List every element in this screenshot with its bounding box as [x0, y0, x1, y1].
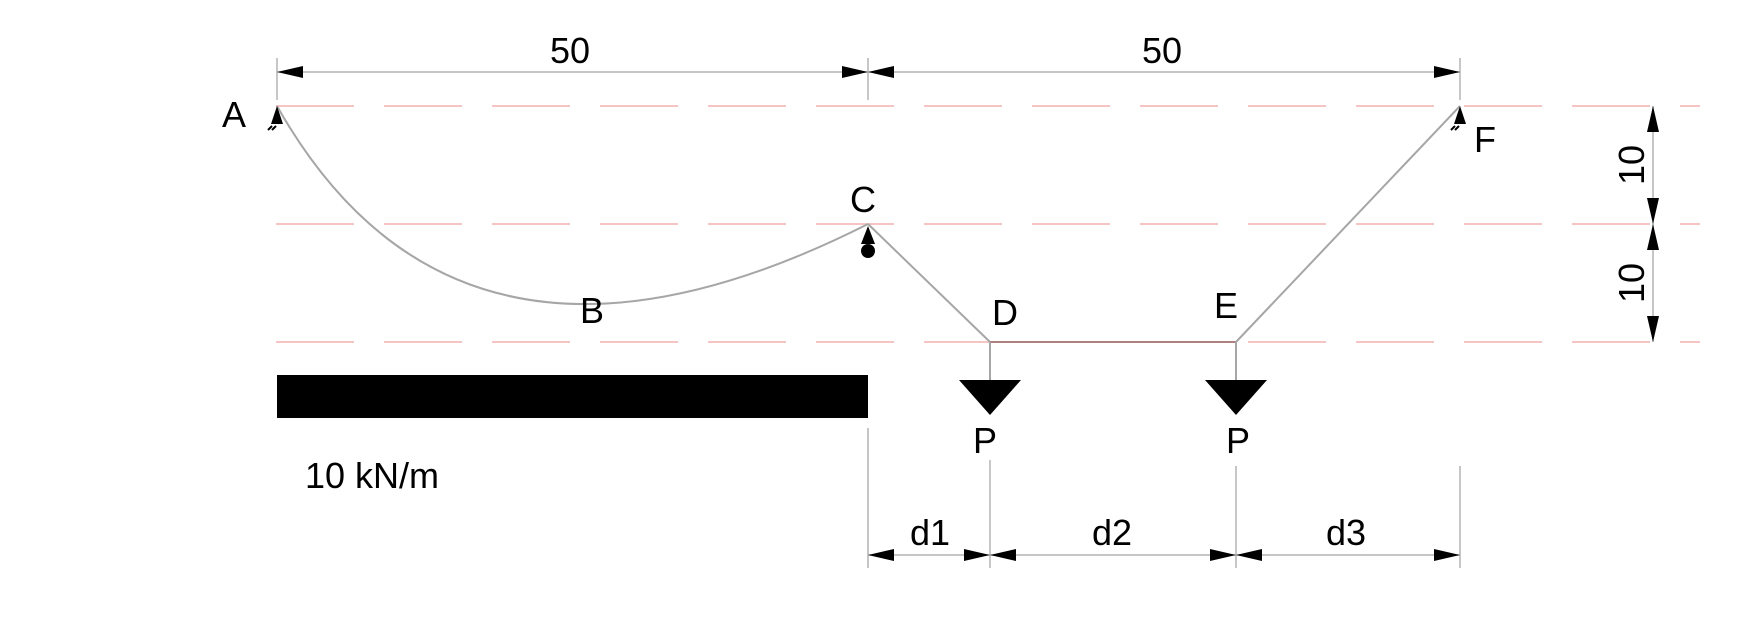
- distributed-load-bar: [277, 375, 868, 418]
- node-label-F: F: [1474, 119, 1496, 160]
- point-load-E-label: P: [1226, 420, 1250, 461]
- node-label-D: D: [992, 292, 1018, 333]
- dimension-d2: d2: [1092, 512, 1132, 553]
- node-label-B: B: [580, 290, 604, 331]
- member-E-F: [1235, 105, 1461, 343]
- dimension-top-right: 50: [1142, 30, 1182, 71]
- dimension-d3: d3: [1326, 512, 1366, 553]
- point-load-D-icon: [959, 342, 1021, 415]
- member-arc-A-B-C: [276, 105, 869, 306]
- node-label-A: A: [222, 94, 246, 135]
- top-dimension: [276, 58, 1461, 100]
- node-label-E: E: [1214, 285, 1238, 326]
- support-A-icon: [267, 106, 283, 131]
- dimension-top-left: 50: [550, 30, 590, 71]
- point-load-D-label: P: [973, 420, 997, 461]
- bottom-dimension: [867, 428, 1461, 568]
- dimension-right-lower: 10: [1611, 263, 1652, 303]
- right-dimension: [1647, 106, 1659, 342]
- dimension-right-upper: 10: [1611, 145, 1652, 185]
- point-load-E-icon: [1205, 342, 1267, 415]
- support-F-icon: [1450, 106, 1466, 131]
- distributed-load-label: 10 kN/m: [305, 455, 439, 496]
- support-C-icon: [861, 226, 875, 258]
- node-label-C: C: [850, 179, 876, 220]
- dimension-d1: d1: [910, 512, 950, 553]
- member-C-D: [867, 223, 991, 343]
